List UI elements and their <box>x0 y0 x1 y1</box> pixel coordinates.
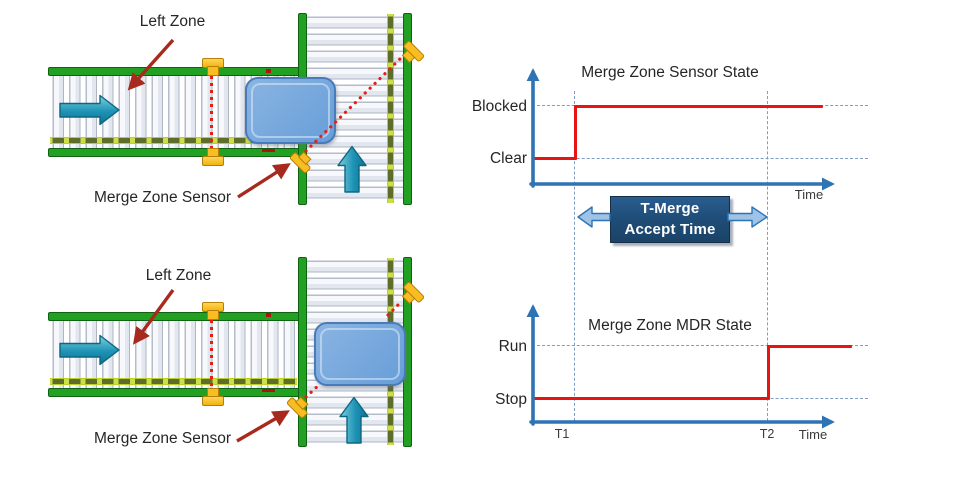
zone-marker <box>262 389 275 392</box>
callout-arrow-merge-sensor <box>237 163 291 199</box>
drive-band <box>387 14 394 203</box>
mdr-signal-step <box>767 345 770 400</box>
y-axis-label-clear: Clear <box>489 150 527 167</box>
package-tote-inner <box>251 83 330 138</box>
sensor-signal-clear-segment <box>533 157 576 160</box>
photo-eye-beam <box>210 76 213 148</box>
photo-eye-sensor-icon <box>207 66 219 76</box>
photo-eye-sensor-icon <box>202 156 224 166</box>
mdr-signal-run-segment <box>767 345 852 348</box>
y-axis-label-blocked: Blocked <box>471 98 527 115</box>
photo-eye-beam <box>210 320 213 388</box>
left-zone-label: Left Zone <box>139 13 206 30</box>
sensor-signal-blocked-segment <box>574 105 823 108</box>
conveyor-rail <box>298 257 307 447</box>
t-merge-arrow-right <box>727 206 768 228</box>
merge-zone-sensor-label: Merge Zone Sensor <box>94 430 231 447</box>
chart-title: Merge Zone Sensor State <box>581 64 759 81</box>
t1-reference-line <box>574 91 575 421</box>
y-axis-label-stop: Stop <box>495 391 527 408</box>
merge-zone-sensor-label: Merge Zone Sensor <box>94 189 231 206</box>
zone-marker <box>266 69 271 73</box>
x-axis-label-time: Time <box>798 427 828 442</box>
conveyor-rail <box>48 312 300 321</box>
t-merge-accept-time-box: T-Merge Accept Time <box>610 196 730 243</box>
clear-reference-line <box>537 158 868 159</box>
package-tote <box>245 77 336 144</box>
x-tick-t2: T2 <box>759 427 775 441</box>
t-merge-arrow-left <box>577 206 611 228</box>
x-tick-t1: T1 <box>554 427 570 441</box>
drive-band <box>50 137 297 144</box>
conveyor-rail <box>48 67 300 76</box>
package-tote <box>314 322 406 386</box>
callout-arrow-merge-sensor <box>236 410 290 443</box>
t2-reference-line <box>767 91 768 421</box>
t-merge-line2: Accept Time <box>624 220 716 238</box>
drive-band <box>50 378 297 385</box>
x-axis-label-time: Time <box>794 187 824 202</box>
chart-title: Merge Zone MDR State <box>588 317 752 334</box>
package-tote-inner <box>320 328 400 380</box>
y-axis-label-run: Run <box>498 338 527 355</box>
conveyor-rail <box>403 13 412 205</box>
zone-marker <box>262 149 275 152</box>
left-zone-label: Left Zone <box>145 267 212 284</box>
t-merge-line1: T-Merge <box>640 200 700 218</box>
zone-marker <box>266 313 271 317</box>
mdr-signal-stop-segment <box>533 397 769 400</box>
sensor-signal-step <box>574 105 577 160</box>
photo-eye-sensor-icon <box>202 396 224 406</box>
run-reference-line <box>537 345 868 346</box>
photo-eye-sensor-icon <box>207 310 219 320</box>
